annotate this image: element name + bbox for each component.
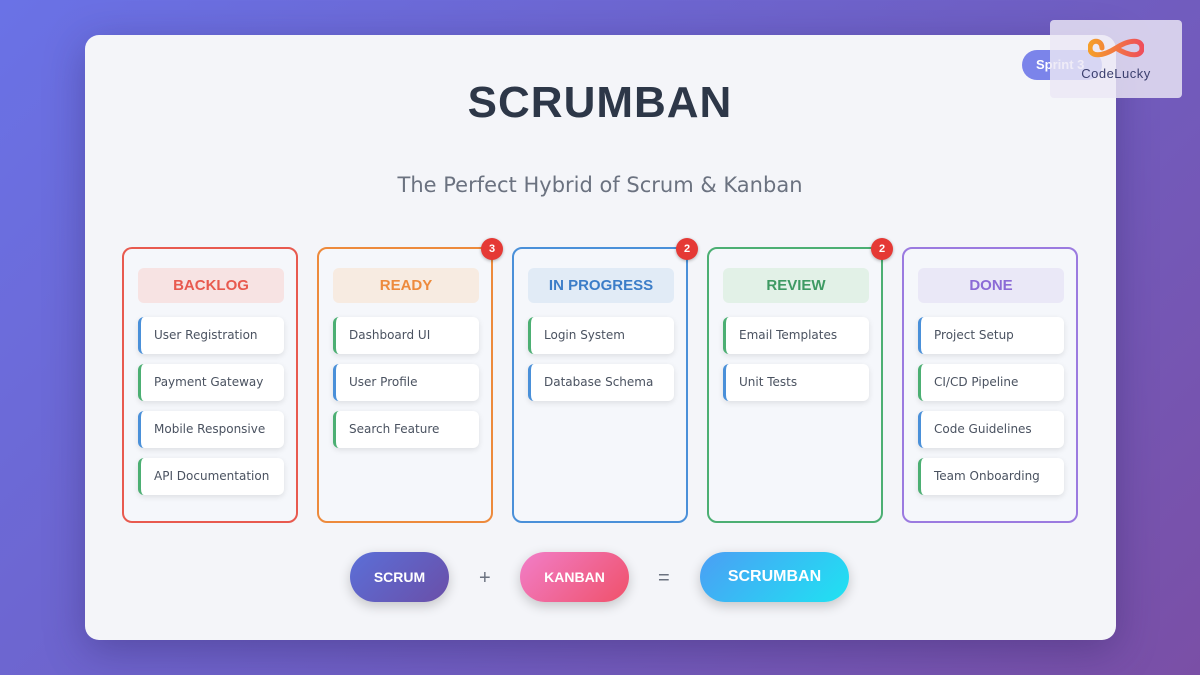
wip-count-badge: 3	[481, 238, 503, 260]
column-done: DONE Project Setup CI/CD Pipeline Code G…	[902, 247, 1078, 523]
scrumban-pill: SCRUMBAN	[700, 552, 849, 602]
plus-sign: +	[479, 567, 491, 589]
column-title: BACKLOG	[138, 268, 284, 303]
task-card[interactable]: Search Feature	[333, 411, 479, 448]
column-review: REVIEW 2 Email Templates Unit Tests	[707, 238, 893, 523]
codelucky-logo: CodeLucky	[1050, 20, 1182, 98]
wip-count-badge: 2	[676, 238, 698, 260]
task-card[interactable]: Team Onboarding	[918, 458, 1064, 495]
column-in-progress: IN PROGRESS 2 Login System Database Sche…	[512, 238, 698, 523]
task-card[interactable]: Payment Gateway	[138, 364, 284, 401]
task-card[interactable]: Mobile Responsive	[138, 411, 284, 448]
task-card[interactable]: CI/CD Pipeline	[918, 364, 1064, 401]
task-card[interactable]: Project Setup	[918, 317, 1064, 354]
scrum-pill: SCRUM	[350, 552, 449, 602]
task-card[interactable]: Database Schema	[528, 364, 674, 401]
task-card[interactable]: Login System	[528, 317, 674, 354]
logo-text: CodeLucky	[1081, 66, 1151, 81]
column-title: IN PROGRESS	[528, 268, 674, 303]
task-card[interactable]: User Profile	[333, 364, 479, 401]
page-subtitle: The Perfect Hybrid of Scrum & Kanban	[397, 173, 803, 197]
task-card[interactable]: API Documentation	[138, 458, 284, 495]
column-backlog: BACKLOG User Registration Payment Gatewa…	[122, 247, 298, 523]
wip-count-badge: 2	[871, 238, 893, 260]
kanban-pill: KANBAN	[520, 552, 629, 602]
column-ready: READY 3 Dashboard UI User Profile Search…	[317, 238, 503, 523]
task-card[interactable]: Dashboard UI	[333, 317, 479, 354]
column-title: READY	[333, 268, 479, 303]
task-card[interactable]: User Registration	[138, 317, 284, 354]
equals-sign: =	[658, 567, 670, 589]
page-title: SCRUMBAN	[467, 78, 733, 127]
task-card[interactable]: Code Guidelines	[918, 411, 1064, 448]
infinity-logo-icon	[1088, 38, 1144, 58]
column-title: REVIEW	[723, 268, 869, 303]
column-title: DONE	[918, 268, 1064, 303]
task-card[interactable]: Unit Tests	[723, 364, 869, 401]
task-card[interactable]: Email Templates	[723, 317, 869, 354]
